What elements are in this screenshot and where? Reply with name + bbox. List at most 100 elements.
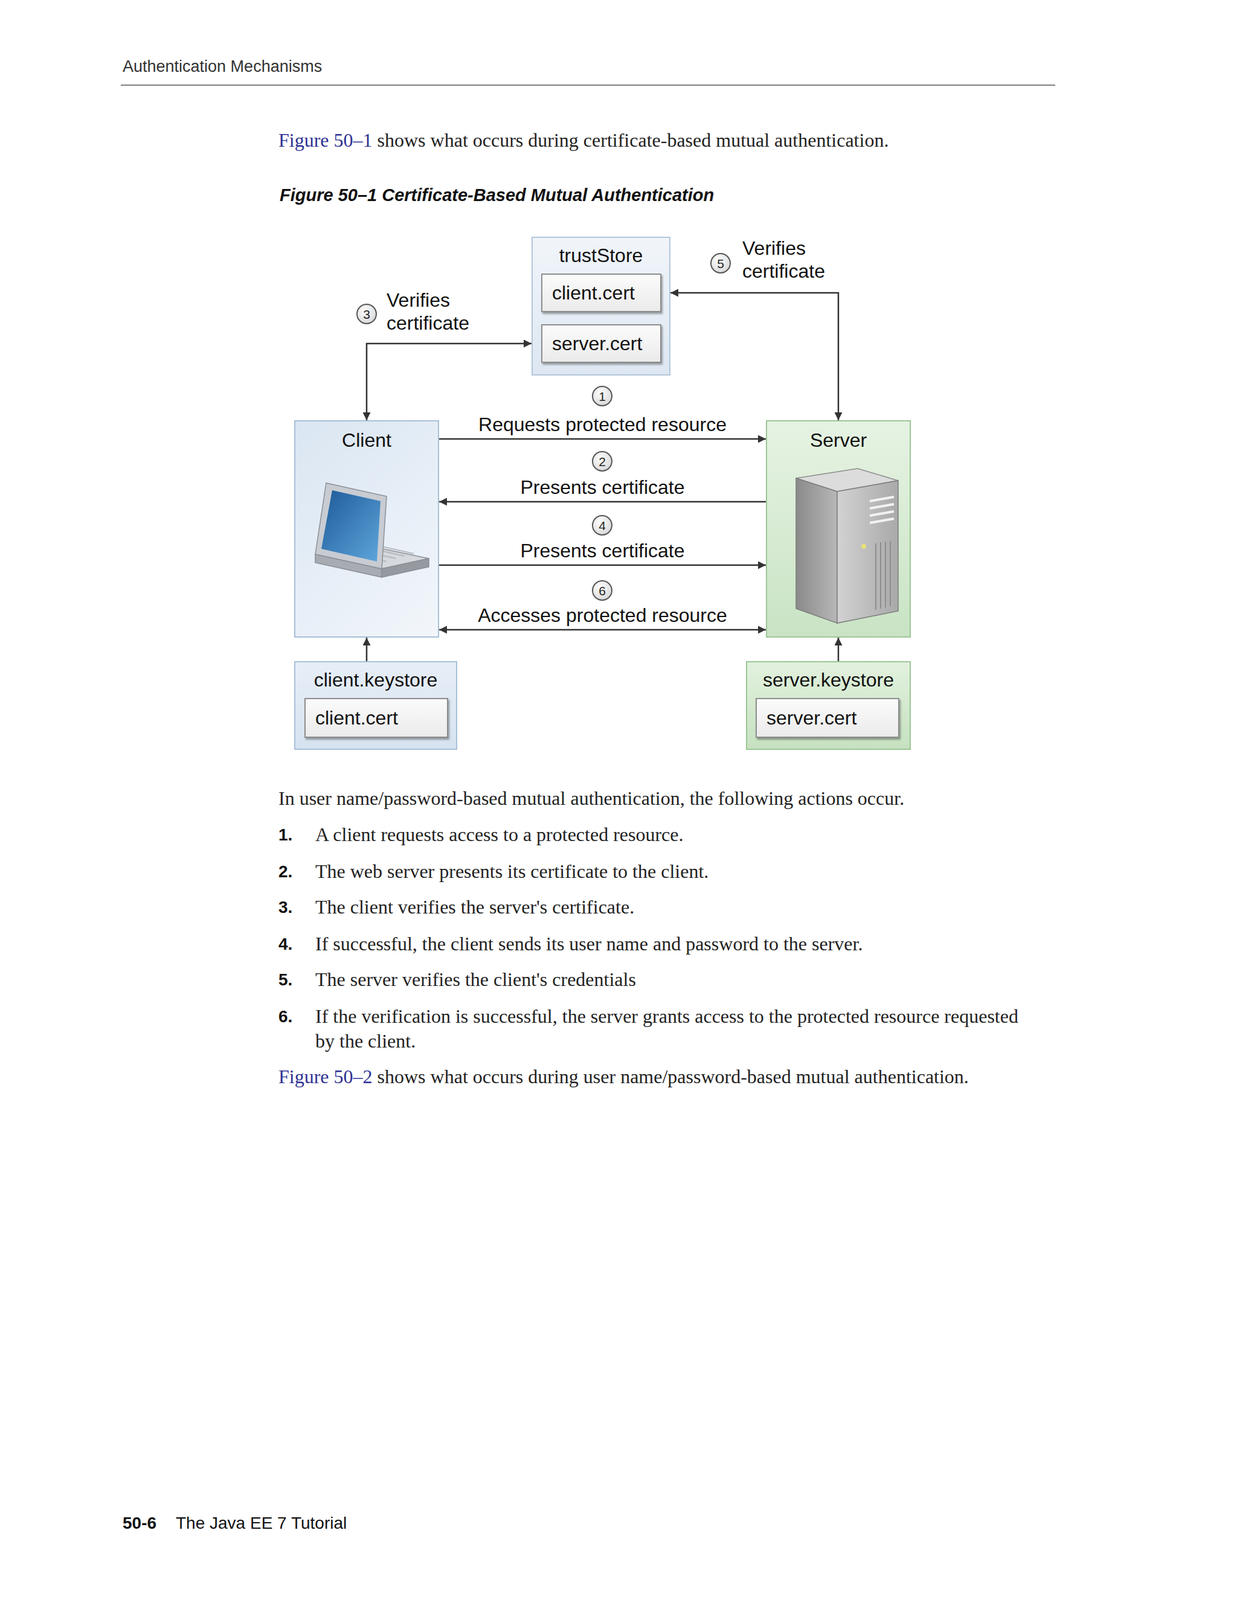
text-holder: A client requests access to a protected …: [315, 822, 1035, 848]
server-bays: [869, 497, 894, 524]
edge-label: Accesses protected resource: [474, 604, 731, 627]
text-holder: Verifies certificate: [386, 288, 508, 335]
server-icon: [796, 468, 899, 624]
server-vents: [875, 541, 891, 611]
box-label: trustStore: [559, 244, 644, 267]
box-label: Client: [341, 428, 392, 452]
body-text: shows what occurs during certificate-bas…: [377, 129, 890, 152]
edge-label: Verifies certificate: [742, 237, 826, 283]
box-label: server.cert: [766, 706, 857, 730]
body-text: shows what occurs during user name/passw…: [377, 1066, 969, 1088]
server-top: [796, 468, 899, 492]
list-number: 5.: [278, 970, 293, 990]
edge-label: Verifies certificate: [386, 289, 470, 335]
figure-caption: Figure 50–1 Certificate-Based Mutual Aut…: [279, 185, 714, 205]
text-holder: Figure 50–1 Certificate-Based Mutual Aut…: [279, 184, 714, 206]
header-text: Authentication Mechanisms: [122, 57, 322, 76]
text-holder: 5.: [278, 967, 293, 993]
text-holder: The Java EE 7 Tutorial: [175, 1513, 347, 1535]
callout-number: 3: [356, 303, 377, 325]
text-holder: The server verifies the client's credent…: [315, 967, 1035, 993]
connector-arrow: [366, 343, 532, 421]
laptop-keys: [338, 542, 414, 562]
link-text: Figure 50–2: [278, 1066, 373, 1088]
box-label: client.cert: [315, 706, 399, 730]
text-holder: If the verification is successful, the s…: [315, 1004, 1035, 1054]
connector-arrow: [439, 564, 766, 567]
text-holder: In user name/password-based mutual authe…: [278, 786, 905, 811]
text-holder: Requests protected resource: [474, 413, 731, 437]
keystore-box: client.keystore client.cert: [294, 661, 458, 751]
laptop-lid: [315, 483, 387, 569]
text-holder: 4: [591, 515, 613, 536]
text-holder: 6.: [278, 1004, 293, 1030]
callout-number: 2: [591, 451, 613, 472]
laptop-side: [381, 558, 429, 578]
connector-arrow: [439, 438, 766, 441]
connector-arrow: [837, 637, 840, 662]
laptop-front: [315, 554, 382, 578]
connector-arrow: [366, 637, 368, 662]
callout-number: 1: [591, 385, 613, 407]
text-holder: Presents certificate: [516, 539, 688, 563]
text-holder: 4.: [278, 931, 293, 957]
text-holder: 2: [591, 451, 613, 472]
text-holder: The client verifies the server's certifi…: [315, 895, 1035, 920]
box-label: Server: [809, 428, 867, 452]
store-box: trustStore client.cert server.cert: [531, 236, 671, 376]
box-label: server.keystore: [762, 668, 894, 692]
edge-label: Presents certificate: [516, 475, 688, 499]
box-label: client.cert: [552, 281, 635, 305]
text-holder: 3: [356, 303, 377, 325]
box-label: client.keystore: [314, 668, 438, 692]
connector-arrow: [670, 292, 839, 421]
text-holder: If successful, the client sends its user…: [315, 931, 1035, 957]
callout-number: 4: [591, 515, 613, 536]
keystore-box: server.keystore server.cert: [745, 661, 911, 751]
footer-text: The Java EE 7 Tutorial: [175, 1514, 347, 1533]
server-box: Server: [765, 420, 911, 638]
list-number: 4.: [278, 934, 293, 954]
callout-number: 6: [591, 580, 613, 601]
connector-arrow: [439, 501, 766, 504]
text-holder: Accesses protected resource: [474, 604, 731, 627]
edge-label: Requests protected resource: [474, 413, 731, 437]
list-item: If successful, the client sends its user…: [315, 933, 863, 955]
text-holder: Presents certificate: [516, 475, 688, 499]
laptop-screen: [321, 490, 381, 562]
list-item: A client requests access to a protected …: [315, 823, 684, 846]
list-number: 2.: [278, 862, 293, 882]
cert-box: server.cert: [755, 698, 900, 739]
connector-arrow: [439, 629, 766, 632]
cert-box: client.cert: [541, 273, 662, 313]
server-front: [837, 480, 899, 624]
box-label: server.cert: [552, 332, 643, 356]
footer-text: 50-6: [122, 1514, 157, 1533]
list-number: 6.: [278, 1007, 293, 1027]
list-item: The server verifies the client's credent…: [315, 968, 637, 991]
text-holder: 2.: [278, 859, 293, 885]
list-item: The client verifies the server's certifi…: [315, 896, 635, 919]
text-holder: Figure 50–1shows what occurs during cert…: [278, 128, 889, 153]
server-led: [861, 544, 867, 550]
list-item: If the verification is successful, the s…: [315, 1005, 1019, 1053]
cert-box: server.cert: [541, 324, 662, 364]
laptop-deck: [315, 544, 429, 569]
body-text: In user name/password-based mutual authe…: [278, 787, 905, 810]
text-holder: 1: [591, 385, 613, 407]
text-holder: The web server presents its certificate …: [315, 859, 1035, 885]
text-holder: Verifies certificate: [742, 236, 864, 283]
text-holder: Figure 50–2shows what occurs during user…: [278, 1064, 1004, 1090]
text-holder: 3.: [278, 895, 293, 920]
text-holder: 1.: [278, 822, 293, 848]
text-holder: Authentication Mechanisms: [122, 56, 322, 77]
list-number: 1.: [278, 825, 293, 845]
header-rule: [120, 84, 1056, 86]
server-left: [796, 478, 838, 624]
client-box: Client: [294, 420, 440, 638]
callout-number: 5: [710, 253, 731, 274]
text-holder: 50-6: [122, 1513, 157, 1535]
text-holder: 5: [710, 253, 731, 274]
edge-label: Presents certificate: [516, 539, 688, 563]
